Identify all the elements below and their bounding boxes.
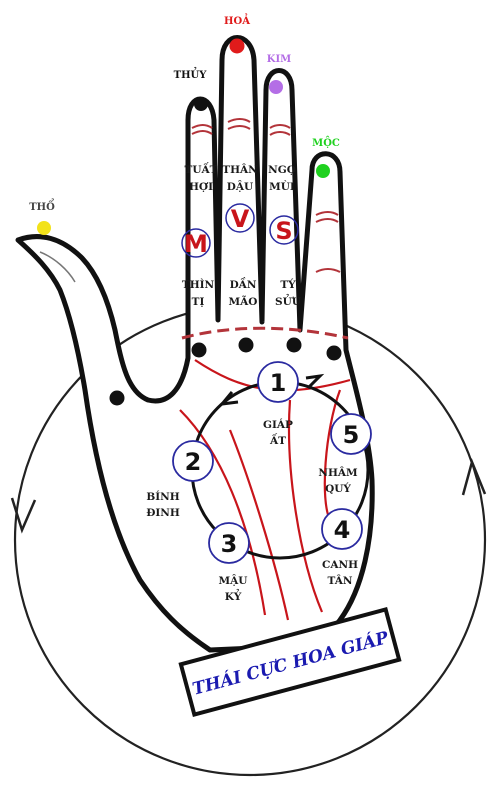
svg-text:CANH: CANH <box>322 559 358 571</box>
finger-label: SỬU <box>275 293 301 308</box>
svg-text:3: 3 <box>221 530 238 558</box>
finger-label: MÃO <box>229 294 258 308</box>
svg-text:NHÂM: NHÂM <box>318 465 358 479</box>
hoa-label: HOẢ <box>224 14 250 27</box>
svg-text:1: 1 <box>270 369 287 397</box>
m-letter: M <box>184 230 208 258</box>
svg-text:QUÝ: QUÝ <box>325 481 351 495</box>
knuckle-dot <box>287 338 302 353</box>
svg-text:MẬU: MẬU <box>219 573 248 587</box>
finger-label: THÂN <box>222 162 258 176</box>
moc-label: MỘC <box>312 137 340 149</box>
hoa-dot <box>230 39 245 54</box>
outer-arrow-right-icon <box>463 462 485 495</box>
svg-text:4: 4 <box>334 516 351 544</box>
knuckle-dot <box>327 346 342 361</box>
finger-label: MÙI <box>269 179 295 193</box>
thuy-dot <box>194 97 208 111</box>
finger-label: TỊ <box>192 296 205 308</box>
svg-text:TÂN: TÂN <box>328 573 353 587</box>
svg-text:ĐINH: ĐINH <box>146 507 180 519</box>
thumb-dot <box>110 391 125 406</box>
knuckle-dot <box>192 343 207 358</box>
v-letter: V <box>231 205 250 233</box>
knuckle-dot <box>239 338 254 353</box>
finger-label: THÌN <box>182 277 215 291</box>
finger-label: NGỌ <box>268 164 296 176</box>
svg-text:2: 2 <box>185 448 202 476</box>
svg-text:KỶ: KỶ <box>225 588 242 603</box>
finger-label: TÝ <box>280 277 296 291</box>
kim-label: KIM <box>267 54 291 65</box>
thuy-label: THỦY <box>174 68 208 81</box>
svg-text:GIÁP: GIÁP <box>263 417 293 431</box>
svg-text:BÍNH: BÍNH <box>146 489 179 503</box>
finger-label: HỢI <box>189 181 213 193</box>
svg-text:ẤT: ẤT <box>269 432 286 447</box>
tho-label: THỔ <box>29 199 55 213</box>
finger-label: DẬU <box>227 179 253 193</box>
tho-dot <box>37 221 51 235</box>
kim-dot <box>269 80 283 94</box>
finger-label: DẦN <box>230 276 257 291</box>
s-letter: S <box>275 217 292 245</box>
svg-text:5: 5 <box>343 421 360 449</box>
finger-label: TUẤT <box>185 161 218 176</box>
moc-dot <box>316 164 330 178</box>
